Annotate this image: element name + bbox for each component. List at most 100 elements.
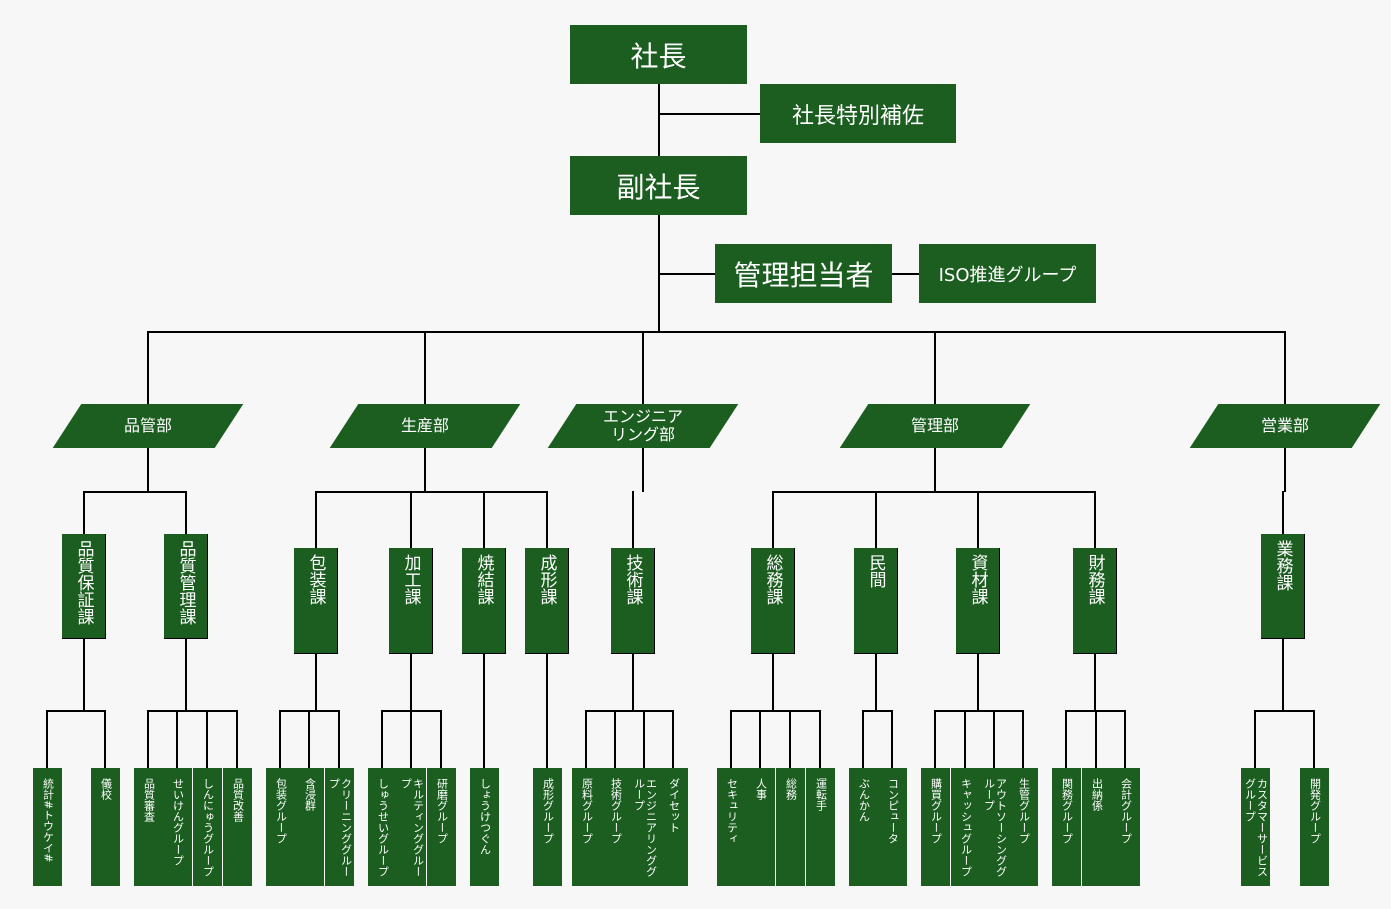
section-box[interactable]: 業務課 [1261,534,1305,639]
group-box[interactable]: 包装グループ [266,768,295,886]
group-box[interactable]: 会計グループ [1111,768,1140,886]
group-box[interactable]: 出納係 [1082,768,1111,886]
section-box[interactable]: 財務課 [1073,548,1117,654]
connector-line [185,639,187,710]
vice-president-box[interactable]: 副社長 [570,156,747,215]
group-label: ダイセット [667,778,681,833]
connector-line [730,710,821,712]
group-label: コンピュータ [886,778,900,844]
section-label: 資材課 [967,554,988,605]
connector-line [1284,448,1286,492]
group-box[interactable]: 人事 [746,768,775,886]
manager-label: 管理担当者 [733,258,874,292]
connector-line [104,710,106,768]
department-box[interactable]: 生産部 [344,404,506,448]
group-label: 包装グループ [274,778,288,844]
department-box[interactable]: 管理部 [854,404,1016,448]
connector-line [1065,710,1067,768]
group-box[interactable]: 購買グループ [921,768,950,886]
group-label: せいけんグループ [171,778,185,866]
group-box[interactable]: セキュリティ [717,768,746,886]
connector-line [147,331,149,404]
group-box[interactable]: 運転手 [806,768,835,886]
group-label: 運転手 [814,778,828,811]
group-box[interactable]: 総務 [776,768,805,886]
group-box[interactable]: 技術グループ [601,768,630,886]
group-box[interactable]: キャッシュグループ [951,768,980,886]
connector-line [83,639,85,710]
section-box[interactable]: 成形課 [525,548,569,654]
group-box[interactable]: 儀校 [91,768,120,886]
group-box[interactable]: 原料グループ [572,768,601,886]
section-box[interactable]: 加工課 [389,548,433,654]
group-box[interactable]: ぶんかん [849,768,878,886]
group-box[interactable]: 関務グループ [1052,768,1081,886]
section-box[interactable]: 総務課 [751,548,795,654]
connector-line [381,710,383,768]
department-box[interactable]: 品管部 [67,404,229,448]
group-box[interactable]: エンジニアリンググループ [630,768,659,886]
connector-line [934,448,936,492]
connector-line [614,710,616,768]
group-box[interactable]: しんにゅうグループ [193,768,222,886]
group-box[interactable]: しょうけつぐん [470,768,499,886]
group-box[interactable]: アウトソーシンググループ [980,768,1009,886]
section-box[interactable]: 包装課 [294,548,338,654]
iso-group-box[interactable]: ISO推進グループ [919,244,1096,303]
department-box[interactable]: 営業部 [1204,404,1366,448]
connector-line [147,448,149,492]
section-box[interactable]: 資材課 [956,548,1000,654]
group-box[interactable]: キルティンググループ [397,768,426,886]
group-box[interactable]: 研磨グループ [427,768,456,886]
group-box[interactable]: ダイセット [659,768,688,886]
connector-line [424,448,426,492]
president-box[interactable]: 社長 [570,25,747,84]
group-box[interactable]: 品質審査 [134,768,163,886]
group-box[interactable]: クリーニンググループ [325,768,354,886]
connector-line [977,491,979,548]
connector-line [1254,710,1256,768]
group-label: 人事 [754,778,768,800]
group-label: しゅうせいグループ [376,778,390,877]
group-box[interactable]: せいけんグループ [163,768,192,886]
group-label: しんにゅうグループ [201,778,215,877]
group-box[interactable]: 成形グループ [533,768,562,886]
manager-box[interactable]: 管理担当者 [715,244,892,303]
connector-line [410,654,412,710]
connector-line [632,654,634,710]
section-label: 焼結課 [473,554,494,605]
special-assistant-box[interactable]: 社長特別補佐 [760,84,956,143]
connector-line [1313,710,1315,768]
connector-line [772,654,774,710]
section-box[interactable]: 民間 [854,548,898,654]
connector-line [46,710,106,712]
connector-line [632,491,634,548]
section-label: 加工課 [400,554,421,605]
group-box[interactable]: コンピュータ [878,768,907,886]
group-box[interactable]: 生管グループ [1009,768,1038,886]
connector-line [892,273,920,275]
connector-line [819,710,821,768]
group-label: 成形グループ [541,778,555,844]
connector-line [875,491,877,548]
connector-line [862,710,864,768]
connector-line [147,710,149,768]
group-box[interactable]: 統計#トウケイ# [33,768,62,886]
section-box[interactable]: 技術課 [611,548,655,654]
group-box[interactable]: 開発グループ [1300,768,1329,886]
connector-line [546,491,548,548]
connector-line [315,491,317,548]
group-box[interactable]: しゅうせいグループ [368,768,397,886]
section-label: 技術課 [622,554,643,605]
section-box[interactable]: 品質管理課 [164,534,208,639]
connector-line [424,331,426,404]
department-label: 営業部 [1260,416,1309,435]
group-box[interactable]: 品質改善 [223,768,252,886]
department-box[interactable]: エンジニアリング部 [562,404,724,448]
group-label: 会計グループ [1119,778,1133,844]
group-box[interactable]: カスタマーサービスグループ [1241,768,1270,886]
group-box[interactable]: 含浸群 [295,768,324,886]
section-box[interactable]: 焼結課 [462,548,506,654]
group-label: ぶんかん [857,778,871,822]
section-box[interactable]: 品質保証課 [62,534,106,639]
